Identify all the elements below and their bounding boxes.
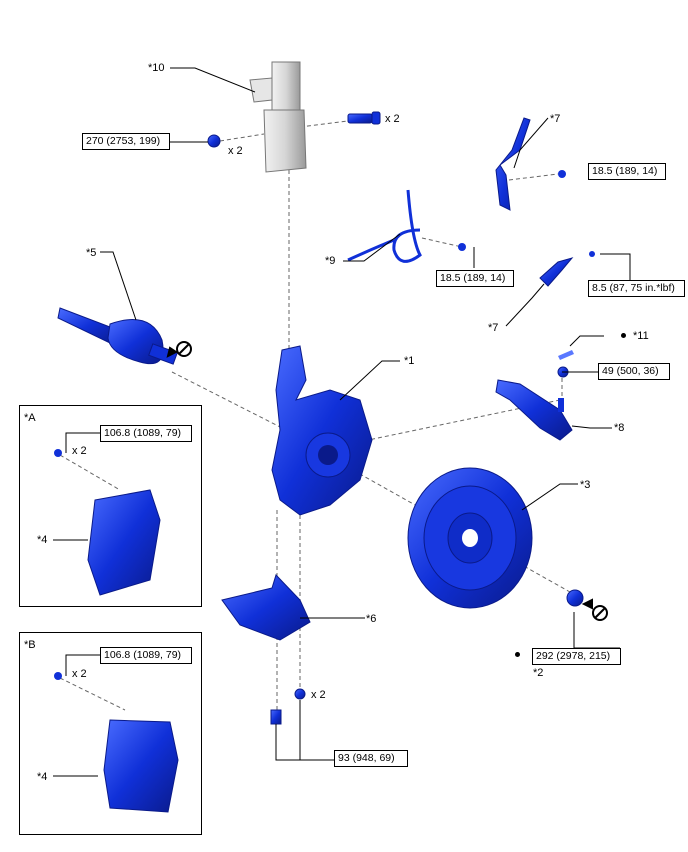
dust-cover	[221, 574, 311, 641]
callout-5: *5	[86, 247, 97, 259]
strut-bolts	[207, 111, 381, 148]
sensor-bracket	[495, 117, 531, 211]
torque-caliper-a: 106.8 (1089, 79)	[100, 425, 192, 442]
cotter-pin	[558, 350, 574, 360]
qty-strut-bolt: x 2	[385, 113, 400, 125]
callout-4-a: *4	[37, 534, 48, 546]
drive-shaft	[57, 307, 178, 365]
callout-1: *1	[404, 355, 415, 367]
tie-rod-end	[495, 379, 573, 441]
caliper-b	[54, 672, 179, 813]
disc-rotor	[407, 467, 533, 609]
no-reuse-symbols	[166, 341, 608, 621]
strut-assembly	[249, 61, 307, 173]
callout-10: *10	[148, 62, 165, 74]
torque-hub-nut: 292 (2978, 215)	[532, 648, 621, 665]
callout-3: *3	[580, 479, 591, 491]
qty-lower-arm: x 2	[311, 689, 326, 701]
speed-sensor	[539, 251, 595, 287]
qty-caliper-b: x 2	[72, 668, 87, 680]
inset-a-frame	[19, 405, 202, 607]
precoated-dot-2	[515, 652, 520, 657]
brake-hose	[347, 189, 422, 263]
steering-knuckle	[271, 345, 373, 516]
torque-sensor-bracket: 18.5 (189, 14)	[588, 163, 666, 180]
torque-caliper-b: 106.8 (1089, 79)	[100, 647, 192, 664]
qty-strut-nut: x 2	[228, 145, 243, 157]
inset-a-label: *A	[24, 412, 36, 424]
lower-arm-bolts	[270, 688, 306, 725]
callout-9: *9	[325, 255, 336, 267]
callout-7-top: *7	[550, 113, 561, 125]
torque-speed-sensor: 8.5 (87, 75 in.*lbf)	[588, 280, 685, 297]
torque-strut-bolt: 270 (2753, 199)	[82, 133, 170, 150]
callout-8: *8	[614, 422, 625, 434]
bracket-bolt-a	[558, 170, 566, 178]
callout-4-b: *4	[37, 771, 48, 783]
callout-7-bottom: *7	[488, 322, 499, 334]
torque-tie-rod-nut: 49 (500, 36)	[598, 363, 670, 380]
callout-11: *11	[633, 330, 649, 342]
torque-lower-arm: 93 (948, 69)	[334, 750, 408, 767]
inset-b-label: *B	[24, 639, 36, 651]
hub-nut	[566, 589, 584, 607]
torque-hose-bracket: 18.5 (189, 14)	[436, 270, 514, 287]
callout-6: *6	[366, 613, 377, 625]
bracket-bolt-b	[458, 243, 466, 251]
precoated-dot-11	[621, 333, 626, 338]
callout-2: *2	[533, 667, 544, 679]
inset-b-frame	[19, 632, 202, 835]
caliper-a	[54, 449, 161, 596]
qty-caliper-a: x 2	[72, 445, 87, 457]
